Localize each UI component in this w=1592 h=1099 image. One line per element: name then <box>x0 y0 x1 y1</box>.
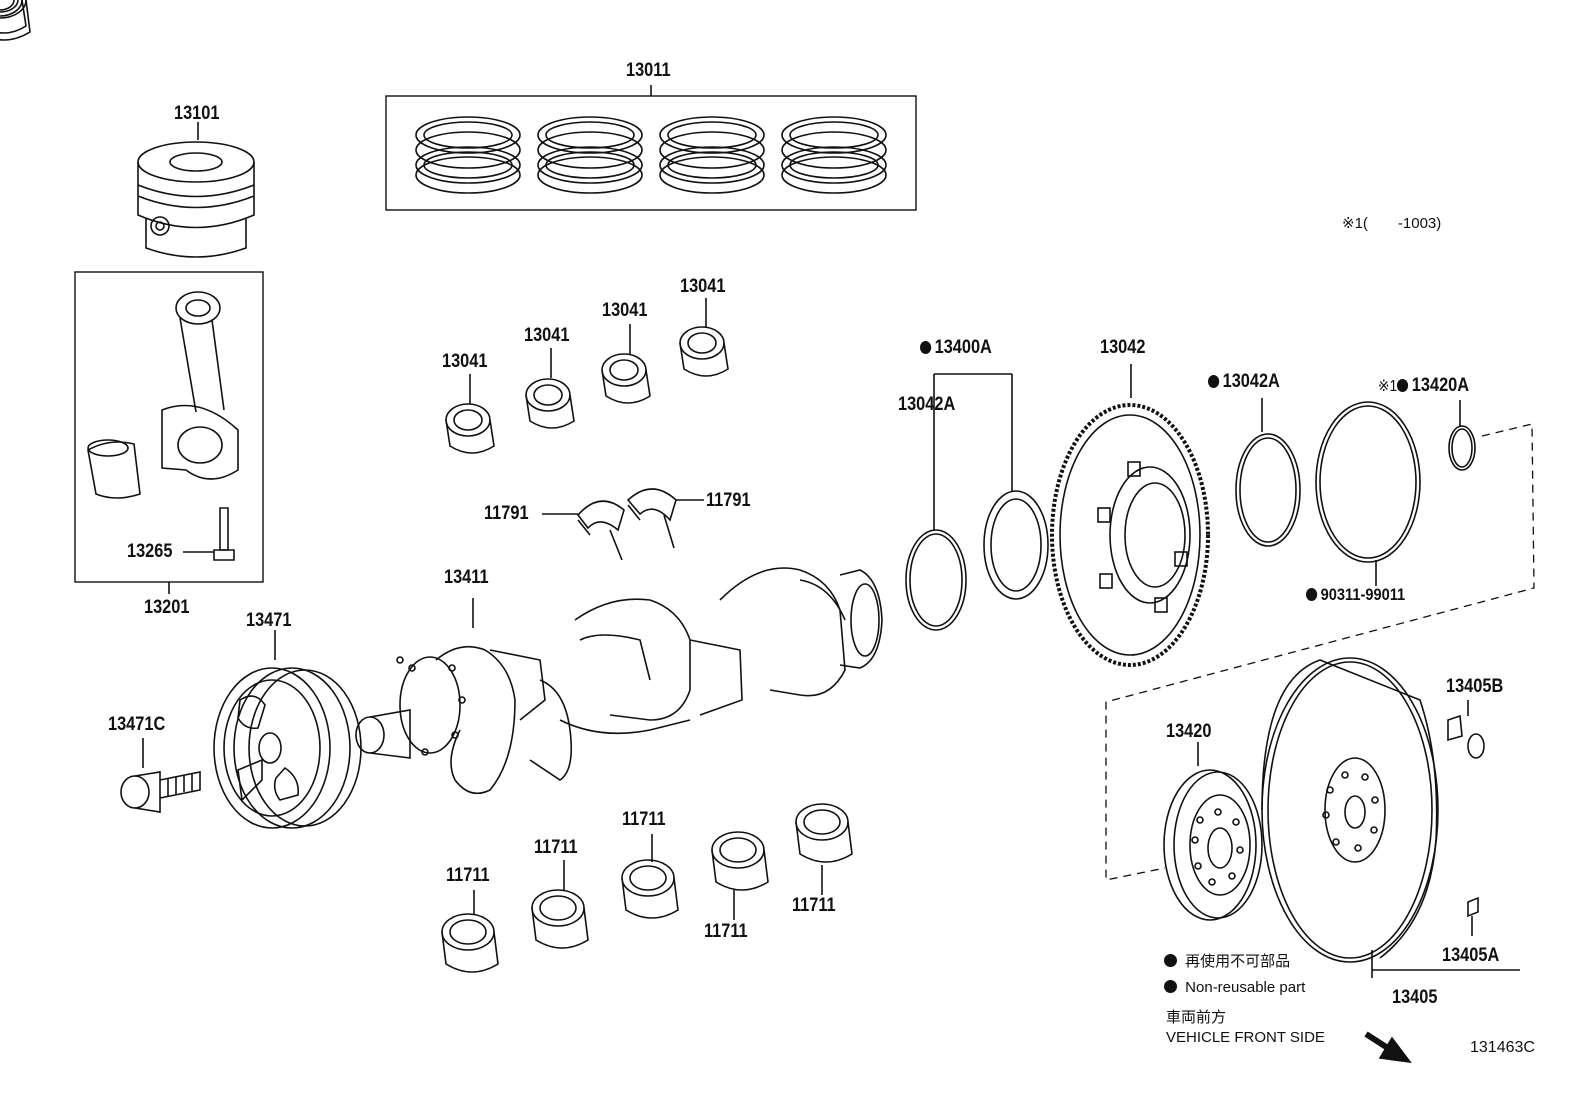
label-13405b: 13405B <box>1446 676 1504 697</box>
label-13042a-left: 13042A <box>898 394 956 415</box>
non-reusable-dot-icon <box>1397 379 1409 392</box>
label-13405: 13405 <box>1392 987 1438 1008</box>
flywheel <box>1261 657 1520 978</box>
upper-bearings <box>0 0 729 454</box>
non-reusable-dot-icon <box>920 341 932 354</box>
figure-id: 131463C <box>1470 1039 1535 1056</box>
label-13011: 13011 <box>626 60 671 81</box>
label-13041-3: 13041 <box>602 300 648 321</box>
star-note-mark: ※1 <box>1378 378 1398 395</box>
label-11711-3: 11711 <box>622 809 666 830</box>
label-13201: 13201 <box>144 597 190 618</box>
dashed-outline <box>1105 423 1535 881</box>
label-11791-1: 11791 <box>484 503 529 524</box>
non-reusable-dot-icon <box>1306 588 1318 601</box>
pulley-bolt <box>120 738 201 813</box>
direction-jp: 車両前方 <box>1166 1009 1227 1026</box>
label-11711-1: 11711 <box>446 865 490 886</box>
crankshaft-pulley <box>213 630 362 829</box>
label-13411: 13411 <box>444 567 489 588</box>
piston-ring-set <box>385 85 917 211</box>
star-note: ※1( -1003) <box>1342 215 1442 232</box>
thrust-washers <box>542 488 704 561</box>
label-13400a: 13400A <box>920 338 992 357</box>
label-13471c: 13471C <box>108 714 166 735</box>
direction-en: VEHICLE FRONT SIDE <box>1166 1029 1325 1046</box>
timing-gear <box>1050 364 1210 667</box>
non-reusable-dot-icon <box>1208 375 1220 388</box>
piston <box>137 122 255 258</box>
label-13042a-right: 13042A <box>1208 372 1280 391</box>
non-reusable-dot-icon <box>1164 954 1177 967</box>
label-13041-1: 13041 <box>442 351 488 372</box>
label-13265: 13265 <box>127 541 173 562</box>
drive-plate <box>1163 742 1263 921</box>
label-13405a: 13405A <box>1442 945 1500 966</box>
label-13101: 13101 <box>174 103 220 124</box>
label-13420: 13420 <box>1166 721 1212 742</box>
crankshaft <box>355 567 883 795</box>
label-11711-2: 11711 <box>534 837 578 858</box>
label-11711-4: 11711 <box>704 921 748 942</box>
label-11711-5: 11711 <box>792 895 836 916</box>
snap-rings <box>1235 398 1476 586</box>
legend-jp: 再使用不可部品 <box>1164 954 1290 969</box>
vehicle-front-arrow <box>1364 1031 1412 1064</box>
label-90311-99011: 90311-99011 <box>1306 586 1405 603</box>
label-13471: 13471 <box>246 610 292 631</box>
label-11791-2: 11791 <box>706 490 751 511</box>
label-13041-2: 13041 <box>524 325 570 346</box>
connecting-rod-assembly <box>74 271 264 594</box>
seal-rings <box>905 373 1049 631</box>
non-reusable-dot-icon <box>1164 980 1177 993</box>
legend-en: Non-reusable part <box>1164 980 1305 995</box>
lower-bearings <box>0 0 853 973</box>
label-13041-4: 13041 <box>680 276 726 297</box>
label-13042: 13042 <box>1100 337 1146 358</box>
